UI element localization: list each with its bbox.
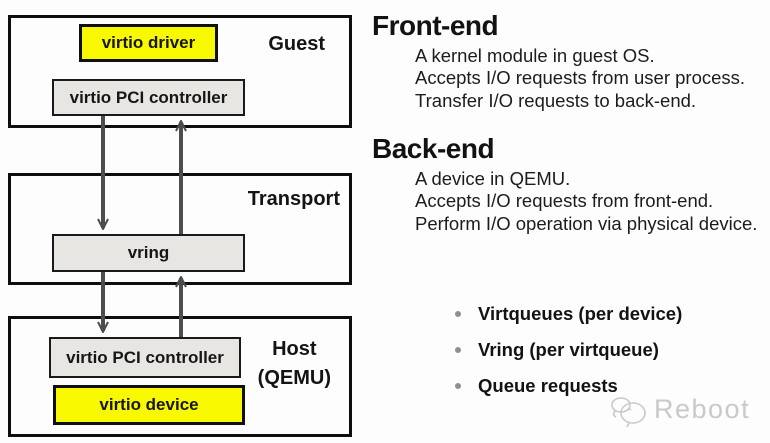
bullet-label: Queue requests [478,375,618,396]
frontend-line: Transfer I/O requests to back-end. [415,89,697,111]
bullet-label: Virtqueues (per device) [478,303,683,324]
frontend-line: A kernel module in guest OS. [415,45,655,66]
frontend-description: A kernel module in guest OS. Accepts I/O… [372,45,745,112]
host-qemu-sublabel: (QEMU) [257,367,331,389]
bullet-item: Virtqueues (per device) [455,303,682,325]
vring-box: vring [52,234,245,272]
bullet-dot-icon [455,383,461,389]
virtio-driver-box: virtio driver [79,24,218,62]
reboot-watermark: Reboot [607,389,750,429]
bullet-item: Vring (per virtqueue) [455,339,682,361]
backend-section: Back-end A device in QEMU. Accepts I/O r… [372,133,757,235]
frontend-line: Accepts I/O requests from user process. [415,67,746,89]
bullet-label: Vring (per virtqueue) [478,339,659,360]
watermark-label: Reboot [654,394,751,424]
feature-bullet-list: Virtqueues (per device) Vring (per virtq… [455,303,682,411]
host-layer-label: Host [272,338,317,360]
backend-description: A device in QEMU. Accepts I/O requests f… [372,168,757,235]
bullet-item: Queue requests [455,375,682,397]
backend-line: Perform I/O operation via physical devic… [415,212,758,234]
bullet-dot-icon [455,347,461,353]
backend-heading: Back-end [372,133,495,164]
guest-layer-label: Guest [268,33,325,55]
transport-layer-label: Transport [247,188,340,210]
reboot-logo-icon [611,397,646,428]
backend-line: Accepts I/O requests from front-end. [415,190,714,212]
frontend-section: Front-end A kernel module in guest OS. A… [372,10,745,112]
backend-line: A device in QEMU. [415,168,571,189]
frontend-heading: Front-end [372,10,499,41]
bullet-dot-icon [455,311,461,317]
virtio-device-box: virtio device [53,385,245,425]
guest-virtio-pci-controller-box: virtio PCI controller [52,79,245,116]
host-virtio-pci-controller-box: virtio PCI controller [49,337,241,378]
host-layer-label-block: Host (QEMU) [258,335,331,393]
